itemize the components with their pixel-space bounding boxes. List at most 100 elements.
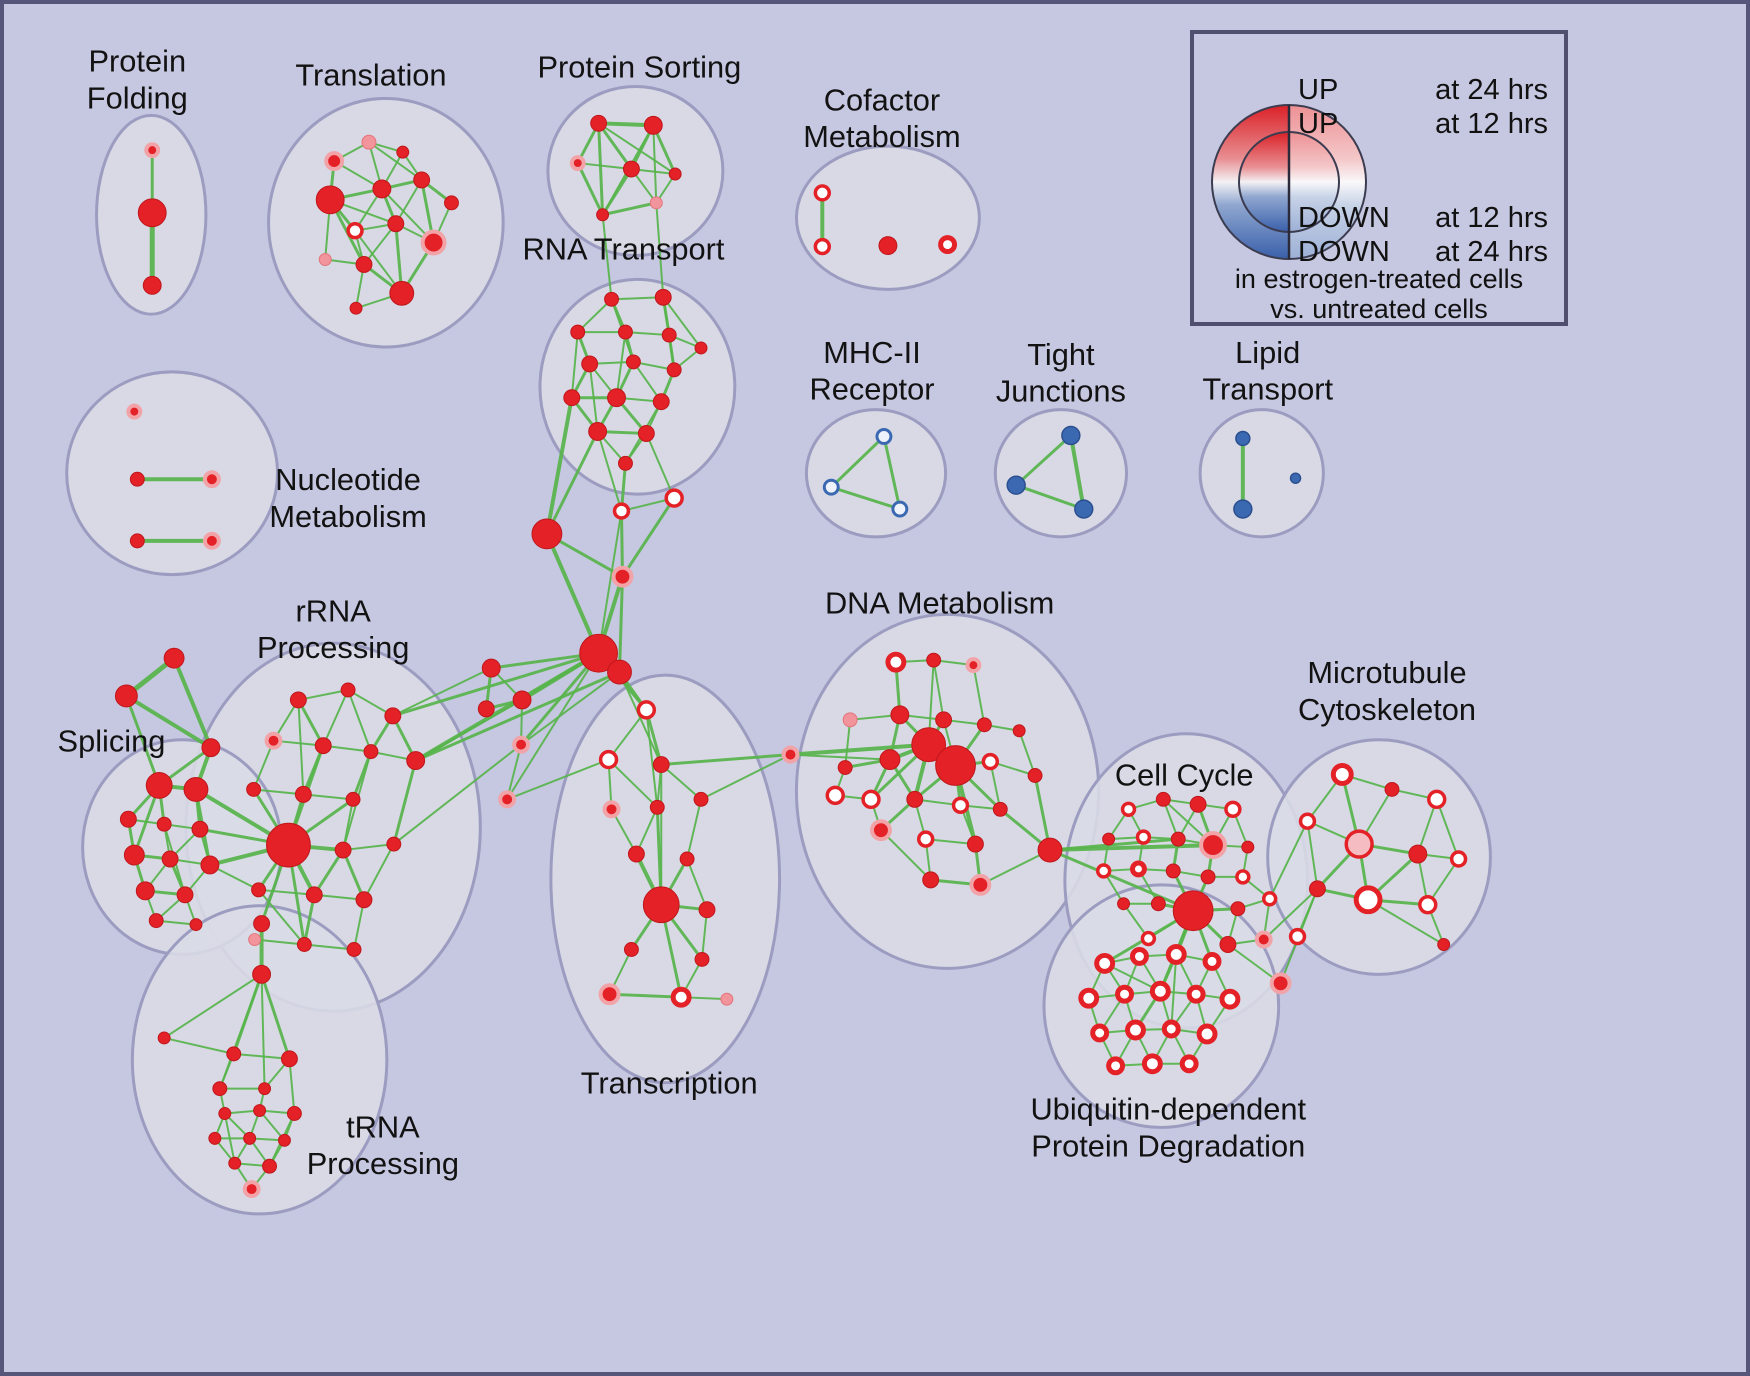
network-edge: [1018, 729, 1037, 777]
gene-node-blue: [1289, 472, 1302, 484]
network-edge: [394, 178, 423, 225]
gene-node-red: [389, 280, 415, 306]
gene-node-red: [253, 915, 271, 933]
gene-node-halo: [512, 735, 531, 754]
gene-node-openblue: [822, 478, 840, 496]
network-edge: [576, 161, 605, 217]
gene-node-red: [148, 913, 164, 929]
legend-direction-label: DOWN: [1298, 202, 1390, 234]
network-edge: [645, 432, 676, 500]
gene-node-halo: [602, 800, 621, 819]
gene-node-red: [129, 471, 145, 487]
gene-node-red: [618, 324, 633, 340]
gene-node-red: [280, 1050, 298, 1068]
gene-node-white: [1186, 984, 1206, 1004]
gene-node-red: [340, 682, 356, 698]
gene-node-red: [349, 301, 363, 315]
gene-node-red: [588, 422, 608, 441]
gene-node-white: [1125, 1019, 1146, 1041]
cluster-label-mhc-ii-receptor: MHC-II: [823, 335, 921, 370]
gene-node-red: [1037, 837, 1063, 863]
network-edge: [506, 758, 610, 801]
gene-node-red: [1408, 844, 1428, 864]
network-edge: [620, 496, 676, 579]
network-edge: [506, 743, 523, 801]
gene-node-open: [1418, 895, 1438, 915]
gene-node-halo: [598, 983, 621, 1006]
network-edge: [607, 758, 659, 809]
cluster-label-dna-metabolism: DNA Metabolism: [825, 585, 1054, 620]
network-edge: [652, 124, 658, 204]
gene-node-red: [137, 198, 167, 228]
gene-node-open: [1135, 829, 1152, 845]
gene-node-red: [226, 1046, 242, 1062]
gene-node-red: [277, 1133, 291, 1147]
network-edge: [615, 331, 627, 399]
gene-node-red: [976, 717, 992, 733]
network-edge: [414, 670, 621, 763]
gene-node-red: [637, 425, 655, 442]
gene-node-red: [652, 756, 670, 774]
gene-node-red: [926, 652, 942, 668]
gene-node-open: [981, 752, 1000, 771]
legend-time-label: at 24 hrs: [1435, 236, 1548, 268]
cluster-cofactor-metabolism: [794, 144, 981, 291]
network-edge: [354, 229, 403, 295]
network-edge: [163, 973, 263, 1039]
network-edge: [597, 121, 633, 171]
cluster-label-trna-processing: tRNA: [346, 1109, 420, 1144]
gene-node-red: [1150, 896, 1166, 912]
gene-node-white: [1094, 952, 1116, 974]
gene-node-halo: [969, 873, 992, 896]
gene-node-red: [228, 1156, 242, 1170]
network-edge: [618, 575, 624, 674]
gene-node-red: [176, 886, 194, 904]
gene-node-red: [890, 705, 910, 725]
network-edge: [520, 671, 621, 746]
gene-node-pink: [649, 196, 663, 210]
gene-node-red: [201, 738, 221, 758]
network-edge: [1367, 898, 1445, 946]
network-edge: [601, 167, 633, 217]
cluster-label-lipid-transport: Transport: [1202, 372, 1333, 407]
network-edge: [1014, 483, 1086, 511]
gene-node-red: [114, 684, 138, 708]
gene-node-red: [654, 288, 672, 306]
gene-node-red: [1189, 795, 1207, 813]
gene-node-red: [596, 208, 610, 222]
gene-node-white: [1353, 885, 1383, 915]
gene-node-halo: [498, 790, 517, 809]
gene-node-open: [1224, 800, 1242, 818]
gene-node-red: [253, 1104, 267, 1117]
network-edge: [288, 1057, 296, 1115]
gene-node-red: [966, 835, 984, 853]
gene-node-red: [243, 1131, 257, 1145]
network-edge: [645, 708, 659, 809]
gene-node-red: [266, 822, 311, 868]
network-edge: [342, 843, 395, 852]
cluster-lipid-transport: [1198, 408, 1325, 539]
gene-node-red: [163, 647, 185, 669]
cluster-label-mhc-ii-receptor: Receptor: [810, 372, 935, 407]
gene-node-red: [649, 799, 665, 815]
cluster-label-splicing: Splicing: [58, 724, 166, 759]
gene-node-halo: [126, 403, 143, 420]
network-edge: [576, 162, 633, 171]
gene-node-red: [618, 455, 633, 471]
gene-node-red: [652, 393, 670, 411]
gene-node-white: [1330, 763, 1354, 786]
gene-node-open: [612, 502, 631, 520]
gene-node-red: [906, 790, 924, 808]
gene-node-blue: [1061, 425, 1081, 446]
network-edge: [341, 848, 366, 902]
gene-node-open: [664, 488, 684, 508]
gene-node-halo: [1269, 972, 1292, 995]
cluster-tight-junctions: [993, 408, 1129, 539]
gene-node-red: [251, 882, 267, 898]
gene-node-red: [315, 185, 345, 215]
gene-node-red: [252, 964, 272, 984]
network-edge: [1068, 433, 1086, 512]
gene-node-white: [1078, 987, 1100, 1009]
network-edge: [1014, 433, 1073, 487]
network-edge: [662, 296, 703, 349]
